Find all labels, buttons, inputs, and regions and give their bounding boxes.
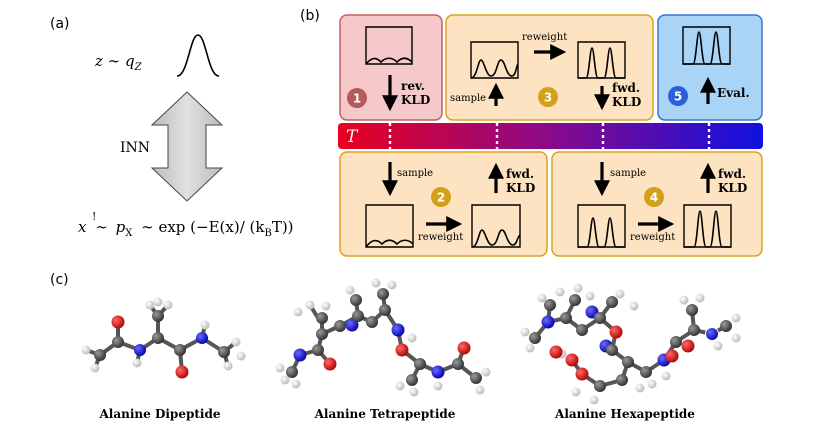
step3-sample-label: sample <box>450 93 486 104</box>
svg-text:1: 1 <box>353 92 361 106</box>
panel-a-label: (a) <box>50 16 70 32</box>
process-arrows <box>382 44 716 232</box>
step2-label-1: fwd. <box>506 167 534 181</box>
step-badge-5: 5 <box>668 86 688 106</box>
step1-label-1: rev. <box>401 79 425 93</box>
molecule-label-dipeptide: Alanine Dipeptide <box>99 407 221 421</box>
step2-reweight-label: reweight <box>418 232 463 243</box>
step3-label-1: fwd. <box>612 81 640 95</box>
gaussian-curve-icon <box>176 34 220 77</box>
panel-c-label: (c) <box>50 272 69 288</box>
inn-double-arrow <box>150 91 224 202</box>
svg-text:5: 5 <box>674 90 682 104</box>
svg-text:4: 4 <box>650 191 658 205</box>
step-badge-1: 1 <box>347 88 367 108</box>
dist-plot-step4-left <box>577 204 626 248</box>
molecule-hexapeptide <box>520 283 741 405</box>
dist-plot-step5 <box>682 26 731 65</box>
step2-sample-label: sample <box>397 168 433 179</box>
svg-text:2: 2 <box>437 191 445 205</box>
temperature-markers <box>388 123 711 149</box>
step-badge-3: 3 <box>538 87 558 107</box>
step-badge-2: 2 <box>431 187 451 207</box>
step3-label-2: KLD <box>612 95 641 109</box>
step5-label-1: Eval. <box>717 86 750 100</box>
panel-c: (c) <box>50 272 741 421</box>
molecule-label-tetrapeptide: Alanine Tetrapeptide <box>314 407 456 421</box>
molecule-tetrapeptide <box>275 278 491 397</box>
target-bang: ! <box>92 210 96 223</box>
target-formula: x ∼ pX ∼ exp (−E(x)/ (kBT)) <box>78 218 294 240</box>
step3-reweight-label: reweight <box>522 32 567 43</box>
panel-b-label: (b) <box>300 8 320 24</box>
svg-text:3: 3 <box>544 91 552 105</box>
step4-reweight-label: reweight <box>630 232 675 243</box>
dist-plot-step3-left <box>470 41 519 79</box>
dist-plot-step4-right <box>683 204 732 248</box>
dist-plot-step1 <box>365 26 413 65</box>
molecule-dipeptide <box>81 297 246 379</box>
inn-label: INN <box>120 140 150 156</box>
latent-formula: z ∼ qZ <box>94 52 143 73</box>
step-badge-4: 4 <box>644 187 664 207</box>
step4-sample-label: sample <box>610 168 646 179</box>
panel-b: (b) T <box>300 8 763 257</box>
temperature-symbol: T <box>346 127 359 147</box>
step2-label-2: KLD <box>506 181 535 195</box>
dist-plot-step2-left <box>365 204 414 248</box>
dist-plot-step3-right <box>577 41 626 79</box>
temperature-bar <box>338 123 763 149</box>
step1-label-2: KLD <box>401 93 430 107</box>
step4-label-2: KLD <box>718 181 747 195</box>
dist-plot-step2-right <box>471 204 521 248</box>
molecule-label-hexapeptide: Alanine Hexapeptide <box>554 407 695 421</box>
panel-a: (a) z ∼ qZ INN x ∼ pX ∼ exp (−E(x)/ (kBT… <box>50 16 294 240</box>
step4-label-1: fwd. <box>718 167 746 181</box>
